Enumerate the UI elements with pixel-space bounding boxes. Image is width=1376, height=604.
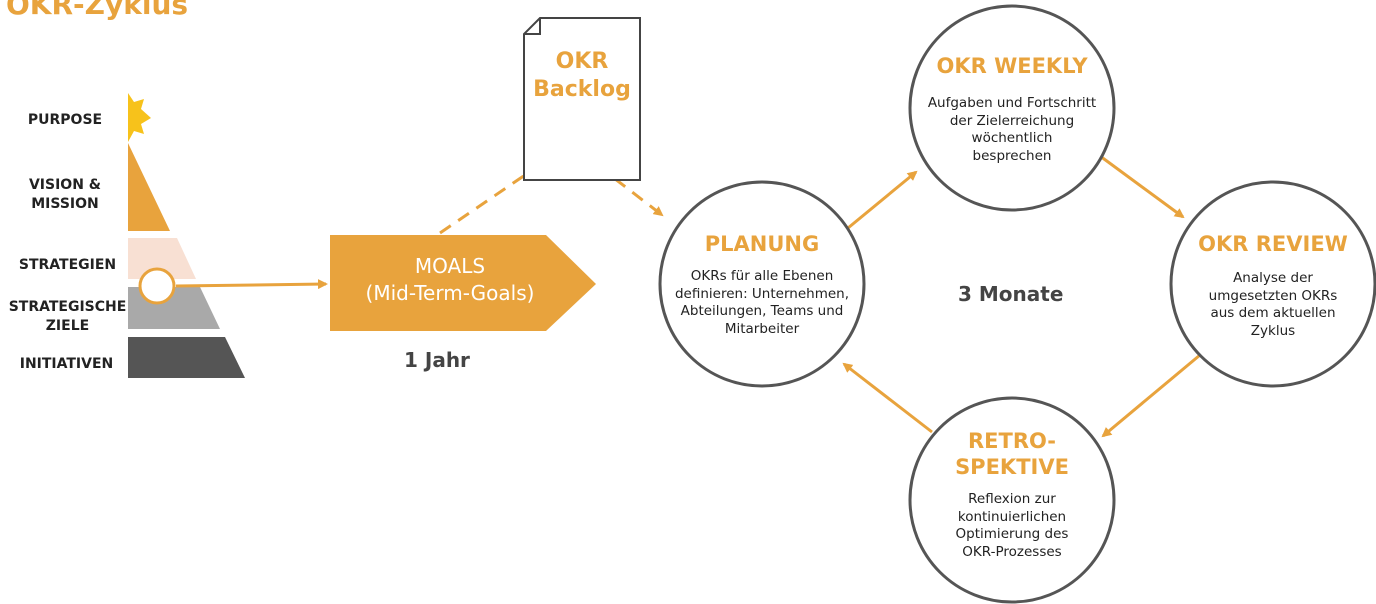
review-to-retro-arrow <box>1101 353 1201 438</box>
backlog-to-planung-arrow <box>579 150 664 217</box>
retro-title: RETRO- SPEKTIVE <box>955 429 1069 479</box>
pyramid-purpose-star <box>128 93 151 142</box>
moals-duration: 1 Jahr <box>404 348 470 372</box>
backlog-label: OKR Backlog <box>533 49 631 102</box>
planung-circle <box>658 180 866 388</box>
pyramid-label-strategische-ziele: STRATEGISCHE ZIELE <box>8 299 127 334</box>
pyramid-to-moals-arrow <box>175 279 328 290</box>
cycle-duration: 3 Monate <box>958 282 1064 306</box>
review-circle <box>1169 180 1376 388</box>
pyramid-label-purpose: PURPOSE <box>27 112 103 128</box>
pyramid-connector-node <box>138 267 176 305</box>
backlog-document-fold <box>524 18 541 35</box>
moals-arrow-shape <box>330 235 596 331</box>
pyramid-strategien-level <box>128 238 196 279</box>
review-description: Analyse der umgesetzten OKRs aus dem akt… <box>1208 270 1338 339</box>
retro-circle <box>908 396 1116 604</box>
weekly-to-review-arrow <box>1099 154 1185 219</box>
pyramid-vision-level <box>128 143 170 231</box>
review-title: OKR REVIEW <box>1198 232 1348 256</box>
backlog-document-icon <box>523 17 641 181</box>
page-title: OKR-Zyklus <box>6 0 189 21</box>
retro-to-planung-arrow <box>842 362 933 434</box>
retro-description: Reflexion zur kontinuierlichen Optimieru… <box>955 491 1069 560</box>
weekly-title: OKR WEEKLY <box>936 54 1088 78</box>
moals-label: MOALS (Mid-Term-Goals) <box>365 254 535 305</box>
pyramid-label-strategien: STRATEGIEN <box>18 257 117 273</box>
planung-description: OKRs für alle Ebenen definieren: Unterne… <box>674 268 850 337</box>
planung-title: PLANUNG <box>704 232 820 256</box>
weekly-description: Aufgaben und Fortschritt der Zielerreich… <box>927 95 1097 164</box>
weekly-circle <box>908 4 1116 212</box>
pyramid-label-vision: VISION & MISSION <box>28 177 102 212</box>
pyramid-label-initiativen: INITIATIVEN <box>19 356 114 372</box>
pyramid-initiativen-level <box>128 337 245 378</box>
planung-to-weekly-arrow <box>847 170 918 230</box>
